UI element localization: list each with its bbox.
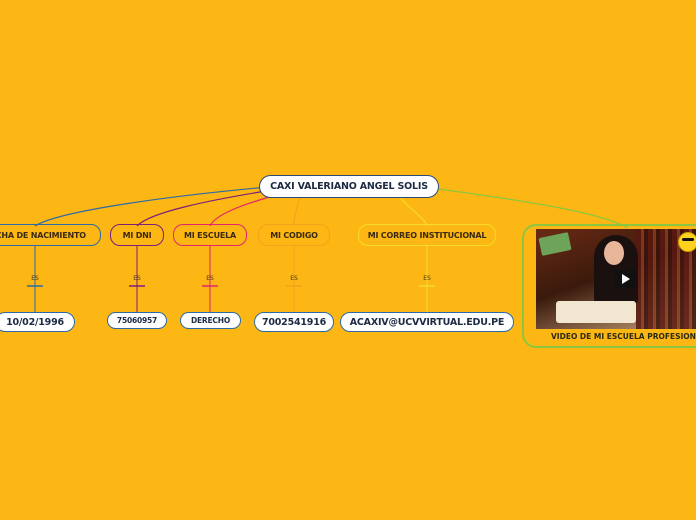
value-escuela[interactable]: DERECHO: [180, 312, 241, 329]
link-root-fecha: [34, 186, 269, 227]
branch-label: FECHA DE NACIMIENTO: [0, 230, 86, 240]
value-text: 10/02/1996: [6, 316, 64, 328]
link-root-video: [437, 188, 629, 229]
books-graphic: [556, 301, 636, 323]
relation-label: ES: [133, 275, 141, 282]
value-text: DERECHO: [190, 316, 230, 325]
link-root-correo: [399, 196, 428, 227]
play-icon[interactable]: [614, 270, 636, 288]
root-node[interactable]: CAXI VALERIANO ANGEL SOLIS: [259, 175, 439, 198]
relation-label: ES: [290, 275, 298, 282]
value-text: 7002541916: [261, 316, 327, 328]
branch-label: MI ESCUELA: [183, 230, 237, 240]
video-caption: VIDEO DE MI ESCUELA PROFESIONAL: [551, 332, 696, 341]
face-graphic: [604, 241, 624, 265]
branch-mi-dni[interactable]: MI DNI: [110, 224, 164, 246]
branch-mi-escuela[interactable]: MI ESCUELA: [173, 224, 247, 246]
money-graphic: [538, 232, 572, 256]
branch-label: MI DNI: [122, 230, 152, 240]
branch-mi-correo[interactable]: MI CORREO INSTITUCIONAL: [358, 224, 496, 246]
value-dni[interactable]: 75060957: [107, 312, 167, 329]
branch-mi-codigo[interactable]: MI CODIGO: [258, 224, 330, 246]
link-root-dni: [136, 189, 273, 227]
value-text: ACAXIV@UCVVIRTUAL.EDU.PE: [349, 316, 505, 328]
value-correo[interactable]: ACAXIV@UCVVIRTUAL.EDU.PE: [340, 312, 514, 332]
value-codigo[interactable]: 7002541916: [254, 312, 334, 332]
branch-label: MI CORREO INSTITUCIONAL: [367, 230, 487, 240]
value-text: 75060957: [116, 316, 158, 325]
root-label: CAXI VALERIANO ANGEL SOLIS: [270, 181, 428, 192]
video-node[interactable]: [522, 224, 696, 348]
relation-label: ES: [31, 275, 39, 282]
branch-fecha-nacimiento[interactable]: FECHA DE NACIMIENTO: [0, 224, 101, 246]
sunglasses-emoji-icon: [678, 232, 696, 252]
relation-label: ES: [206, 275, 214, 282]
value-fecha-nacimiento[interactable]: 10/02/1996: [0, 312, 75, 332]
link-root-codigo: [293, 196, 301, 227]
branch-label: MI CODIGO: [270, 230, 318, 240]
relation-label: ES: [423, 275, 431, 282]
